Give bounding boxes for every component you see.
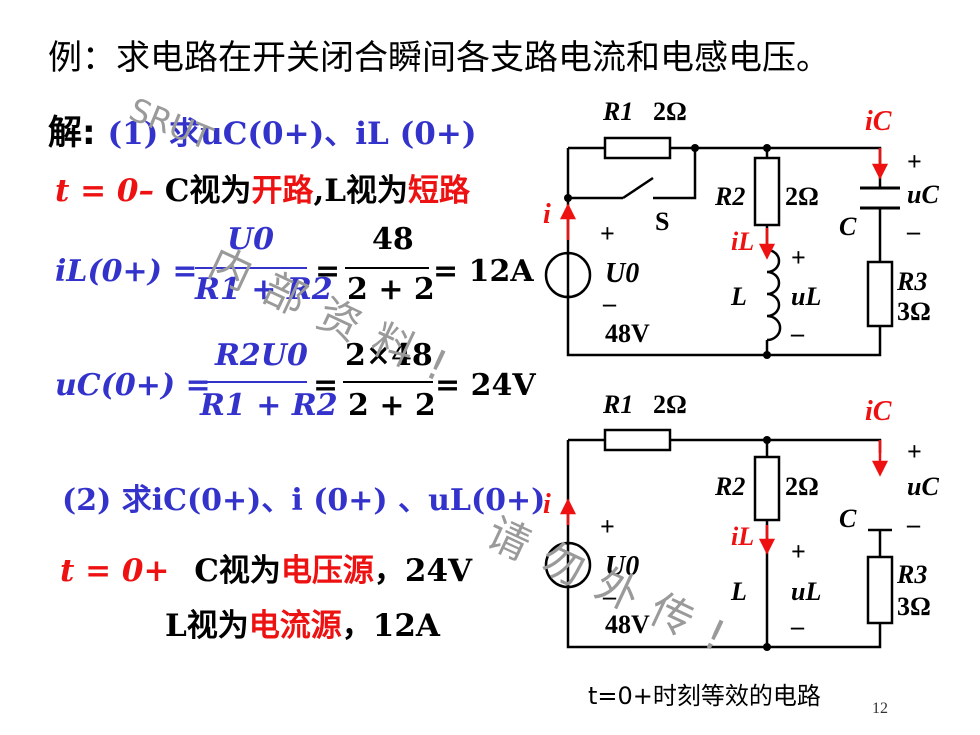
label-iL: iL	[731, 227, 754, 256]
voltage-source-shape-bottom	[544, 541, 592, 589]
label-source-plus: +	[600, 219, 615, 248]
l-value-label: ，12A	[341, 608, 440, 644]
voltage-source-shape	[544, 251, 592, 299]
label-source-minus-b: –	[602, 582, 617, 611]
c-as-label-2: C视为	[194, 553, 281, 589]
solution-prefix: 解:	[48, 113, 96, 153]
circuit-diagram-bottom: R1 2Ω R2 2Ω R3 3Ω U0 48V + – i iL iC L u…	[543, 390, 939, 651]
step2-conditions-c: t = 0+ C视为电压源，24V	[60, 545, 472, 590]
equation-uC: uC(0+) = R2U0 R1 + R2 = 2×48 2 + 2 = 24V	[55, 338, 536, 433]
eq-iL-num2: 48	[372, 222, 414, 257]
inductor-shape	[766, 248, 782, 342]
label-r1-value-b: 2Ω	[653, 390, 687, 419]
label-48v: 48V	[605, 319, 650, 348]
label-r1: R1	[602, 97, 633, 126]
l-as-label-2: L视为	[165, 608, 249, 644]
label-uC-minus-b: –	[906, 510, 921, 539]
eq-iL-den2: 2 + 2	[347, 272, 435, 307]
label-L: L	[730, 282, 747, 311]
l-current-source-label: 电流源	[248, 608, 342, 644]
t0-minus-label: t = 0–	[55, 173, 154, 209]
label-r3-value-b: 3Ω	[897, 592, 931, 621]
resistor-r1-shape-bottom	[603, 428, 672, 452]
step1-heading-text: (1) 求uC(0+)、iL (0+)	[107, 116, 477, 152]
l-short-label: 短路	[408, 173, 471, 209]
eq-uC-num: R2U0	[215, 338, 308, 373]
label-r2-value: 2Ω	[785, 182, 819, 211]
label-uL-plus: +	[791, 243, 806, 272]
t0-plus-label: t = 0+	[60, 553, 170, 589]
label-r2: R2	[714, 182, 745, 211]
label-uC: uC	[907, 180, 939, 209]
label-source-plus-b: +	[600, 512, 615, 541]
step1-conditions: t = 0– C视为开路,L视为短路	[55, 165, 470, 210]
circuit-diagram-top: R1 2Ω R2 2Ω R3 3Ω S U0 48V + – i iL iC L…	[543, 97, 939, 359]
page-number: 12	[872, 700, 888, 717]
label-uL-b: uL	[791, 577, 821, 606]
label-uL-plus-b: +	[791, 537, 806, 566]
label-uL-minus: –	[790, 319, 805, 348]
label-u0-b: U0	[605, 551, 639, 582]
label-C-b: C	[839, 504, 857, 533]
eq-iL-lhs: iL(0+) =	[55, 254, 198, 289]
label-uC-plus: +	[907, 147, 922, 176]
eq-iL-fraction-bar2	[345, 267, 429, 269]
label-48v-b: 48V	[605, 610, 650, 639]
eq-iL-res: = 12A	[433, 254, 534, 289]
label-source-minus: –	[602, 289, 617, 318]
c-open-label: 开路	[251, 173, 314, 209]
label-r3-value: 3Ω	[897, 297, 931, 326]
resistor-r2-shape-bottom	[753, 455, 781, 522]
label-i: i	[543, 199, 551, 230]
label-r1-value: 2Ω	[653, 97, 687, 126]
caption-text: t=0+时刻等效的电路	[588, 682, 821, 710]
c-value-label: ，24V	[373, 553, 473, 589]
eq-uC-fraction-bar	[195, 381, 307, 383]
label-C: C	[839, 212, 857, 241]
eq-uC-den: R1 + R2	[200, 388, 338, 423]
capacitor-shape	[860, 186, 900, 210]
eq-uC-fraction-bar2	[343, 381, 433, 383]
label-r2-value-b: 2Ω	[785, 472, 819, 501]
eq-uC-lhs: uC(0+) =	[55, 368, 211, 403]
resistor-r3-shape	[866, 260, 894, 328]
label-r1-b: R1	[602, 390, 633, 419]
c-voltage-source-label: 电压源	[280, 553, 374, 589]
label-L-b: L	[730, 577, 747, 606]
label-i-b: i	[543, 489, 551, 520]
c-as-label: C视为	[164, 173, 252, 209]
eq-iL-eq1: =	[315, 254, 341, 289]
label-iC: iC	[865, 106, 892, 137]
label-iL-b: iL	[731, 522, 754, 551]
equation-iL: iL(0+) = U0 R1 + R2 = 48 2 + 2 = 12A	[55, 222, 535, 317]
resistor-r3-shape-bottom	[866, 555, 894, 625]
page-title: 例：求电路在开关闭合瞬间各支路电流和电感电压。	[48, 38, 830, 78]
eq-iL-den: R1 + R2	[195, 272, 333, 307]
step2-heading: (2) 求iC(0+)、i (0+) 、uL(0+)	[62, 483, 546, 518]
label-r3: R3	[896, 267, 927, 296]
figure-caption: t=0+时刻等效的电路	[588, 676, 821, 711]
label-uL: uL	[791, 282, 821, 311]
label-uC-minus: –	[906, 217, 921, 246]
eq-uC-num2: 2×48	[345, 338, 433, 373]
label-r2-b: R2	[714, 472, 745, 501]
l-as-label: ,L视为	[313, 173, 409, 209]
label-r3-b: R3	[896, 560, 927, 589]
eq-uC-den2: 2 + 2	[348, 388, 436, 423]
eq-iL-fraction-bar	[195, 267, 307, 269]
label-switch: S	[655, 207, 669, 236]
label-uC-plus-b: +	[907, 437, 922, 466]
eq-iL-num: U0	[227, 222, 275, 257]
resistor-r1-shape	[603, 136, 672, 160]
label-uL-minus-b: –	[790, 612, 805, 641]
label-u0: U0	[605, 258, 639, 289]
eq-uC-res: = 24V	[435, 368, 536, 403]
step2-conditions-l: L视为电流源，12A	[165, 600, 440, 645]
label-uC-b: uC	[907, 472, 939, 501]
step1-heading: 解: (1) 求uC(0+)、iL (0+)	[48, 105, 477, 154]
label-iC-b: iC	[865, 396, 892, 427]
eq-uC-eq1: =	[313, 368, 339, 403]
resistor-r2-shape	[753, 156, 781, 227]
